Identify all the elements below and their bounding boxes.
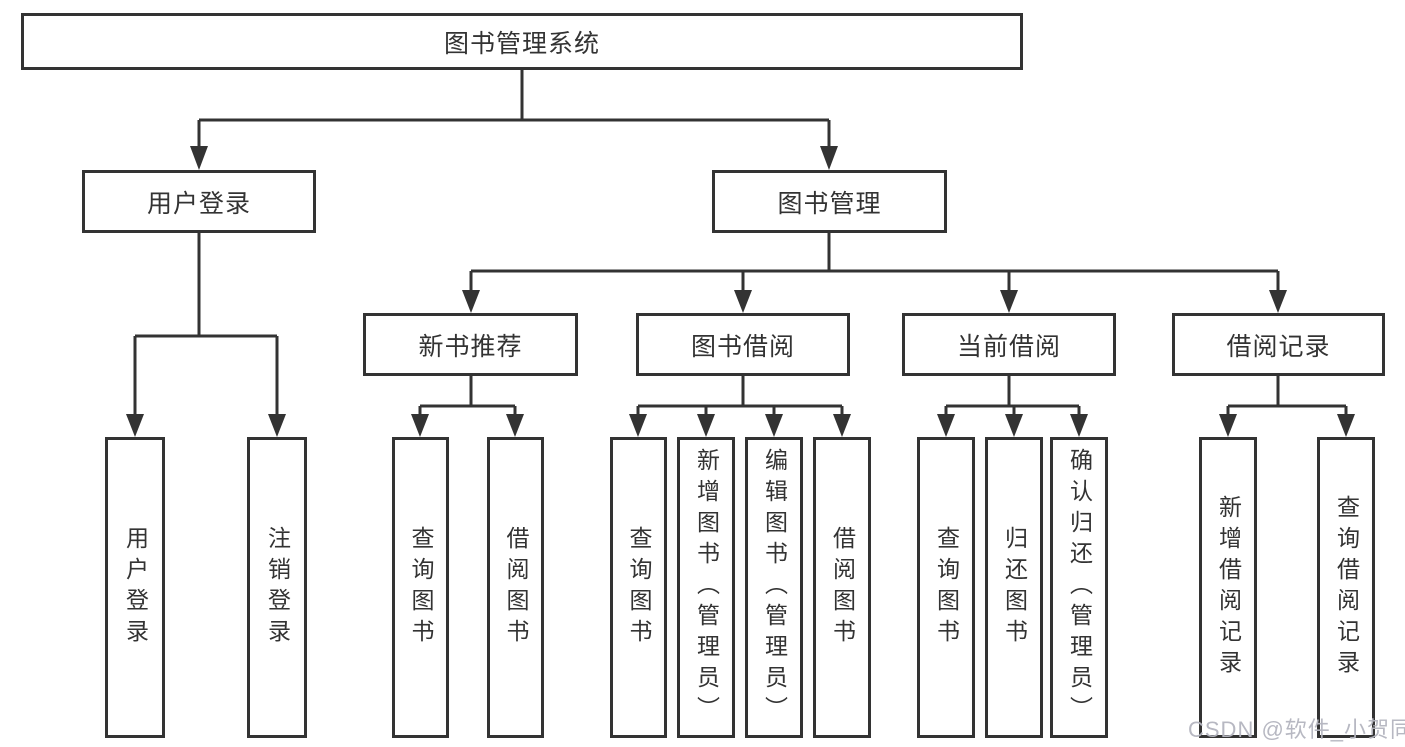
- node-borrow-book-2: 借阅图书: [813, 437, 871, 738]
- node-query-book-3: 查询图书: [917, 437, 975, 738]
- node-user-login: 用户登录: [82, 170, 316, 233]
- node-label: 用户登录: [122, 525, 149, 650]
- csdn-watermark: CSDN @软件_小贺同学: [1188, 717, 1405, 742]
- node-root-system: 图书管理系统: [21, 13, 1023, 70]
- node-label: 新增借阅记录: [1215, 494, 1242, 681]
- node-new-book-recommendation: 新书推荐: [363, 313, 578, 376]
- node-label: 查询图书: [933, 525, 960, 650]
- node-book-management: 图书管理: [712, 170, 947, 233]
- node-edit-book-admin: 编辑图书（管理员）: [745, 437, 803, 738]
- node-label: 注销登录: [264, 525, 291, 650]
- node-label: 确认归还（管理员）: [1066, 448, 1093, 727]
- node-return-book: 归还图书: [985, 437, 1043, 738]
- node-logout: 注销登录: [247, 437, 307, 738]
- node-query-book-1: 查询图书: [392, 437, 449, 738]
- node-label: 借阅图书: [829, 525, 856, 650]
- node-label: 查询图书: [408, 525, 434, 650]
- node-label: 归还图书: [1001, 525, 1028, 650]
- node-label: 查询借阅记录: [1333, 494, 1360, 681]
- node-query-borrow-record: 查询借阅记录: [1317, 437, 1375, 738]
- node-query-book-2: 查询图书: [610, 437, 667, 738]
- node-label: 查询图书: [626, 525, 652, 650]
- node-user-login-action: 用户登录: [105, 437, 165, 738]
- node-label: 新增图书（管理员）: [693, 448, 720, 727]
- node-current-borrowing: 当前借阅: [902, 313, 1116, 376]
- node-book-borrowing: 图书借阅: [636, 313, 850, 376]
- node-label: 编辑图书（管理员）: [761, 448, 788, 727]
- node-confirm-return-admin: 确认归还（管理员）: [1050, 437, 1108, 738]
- node-label: 借阅图书: [503, 525, 529, 650]
- node-borrowing-records: 借阅记录: [1172, 313, 1385, 376]
- node-add-borrow-record: 新增借阅记录: [1199, 437, 1257, 738]
- node-add-book-admin: 新增图书（管理员）: [677, 437, 735, 738]
- node-borrow-book-1: 借阅图书: [487, 437, 544, 738]
